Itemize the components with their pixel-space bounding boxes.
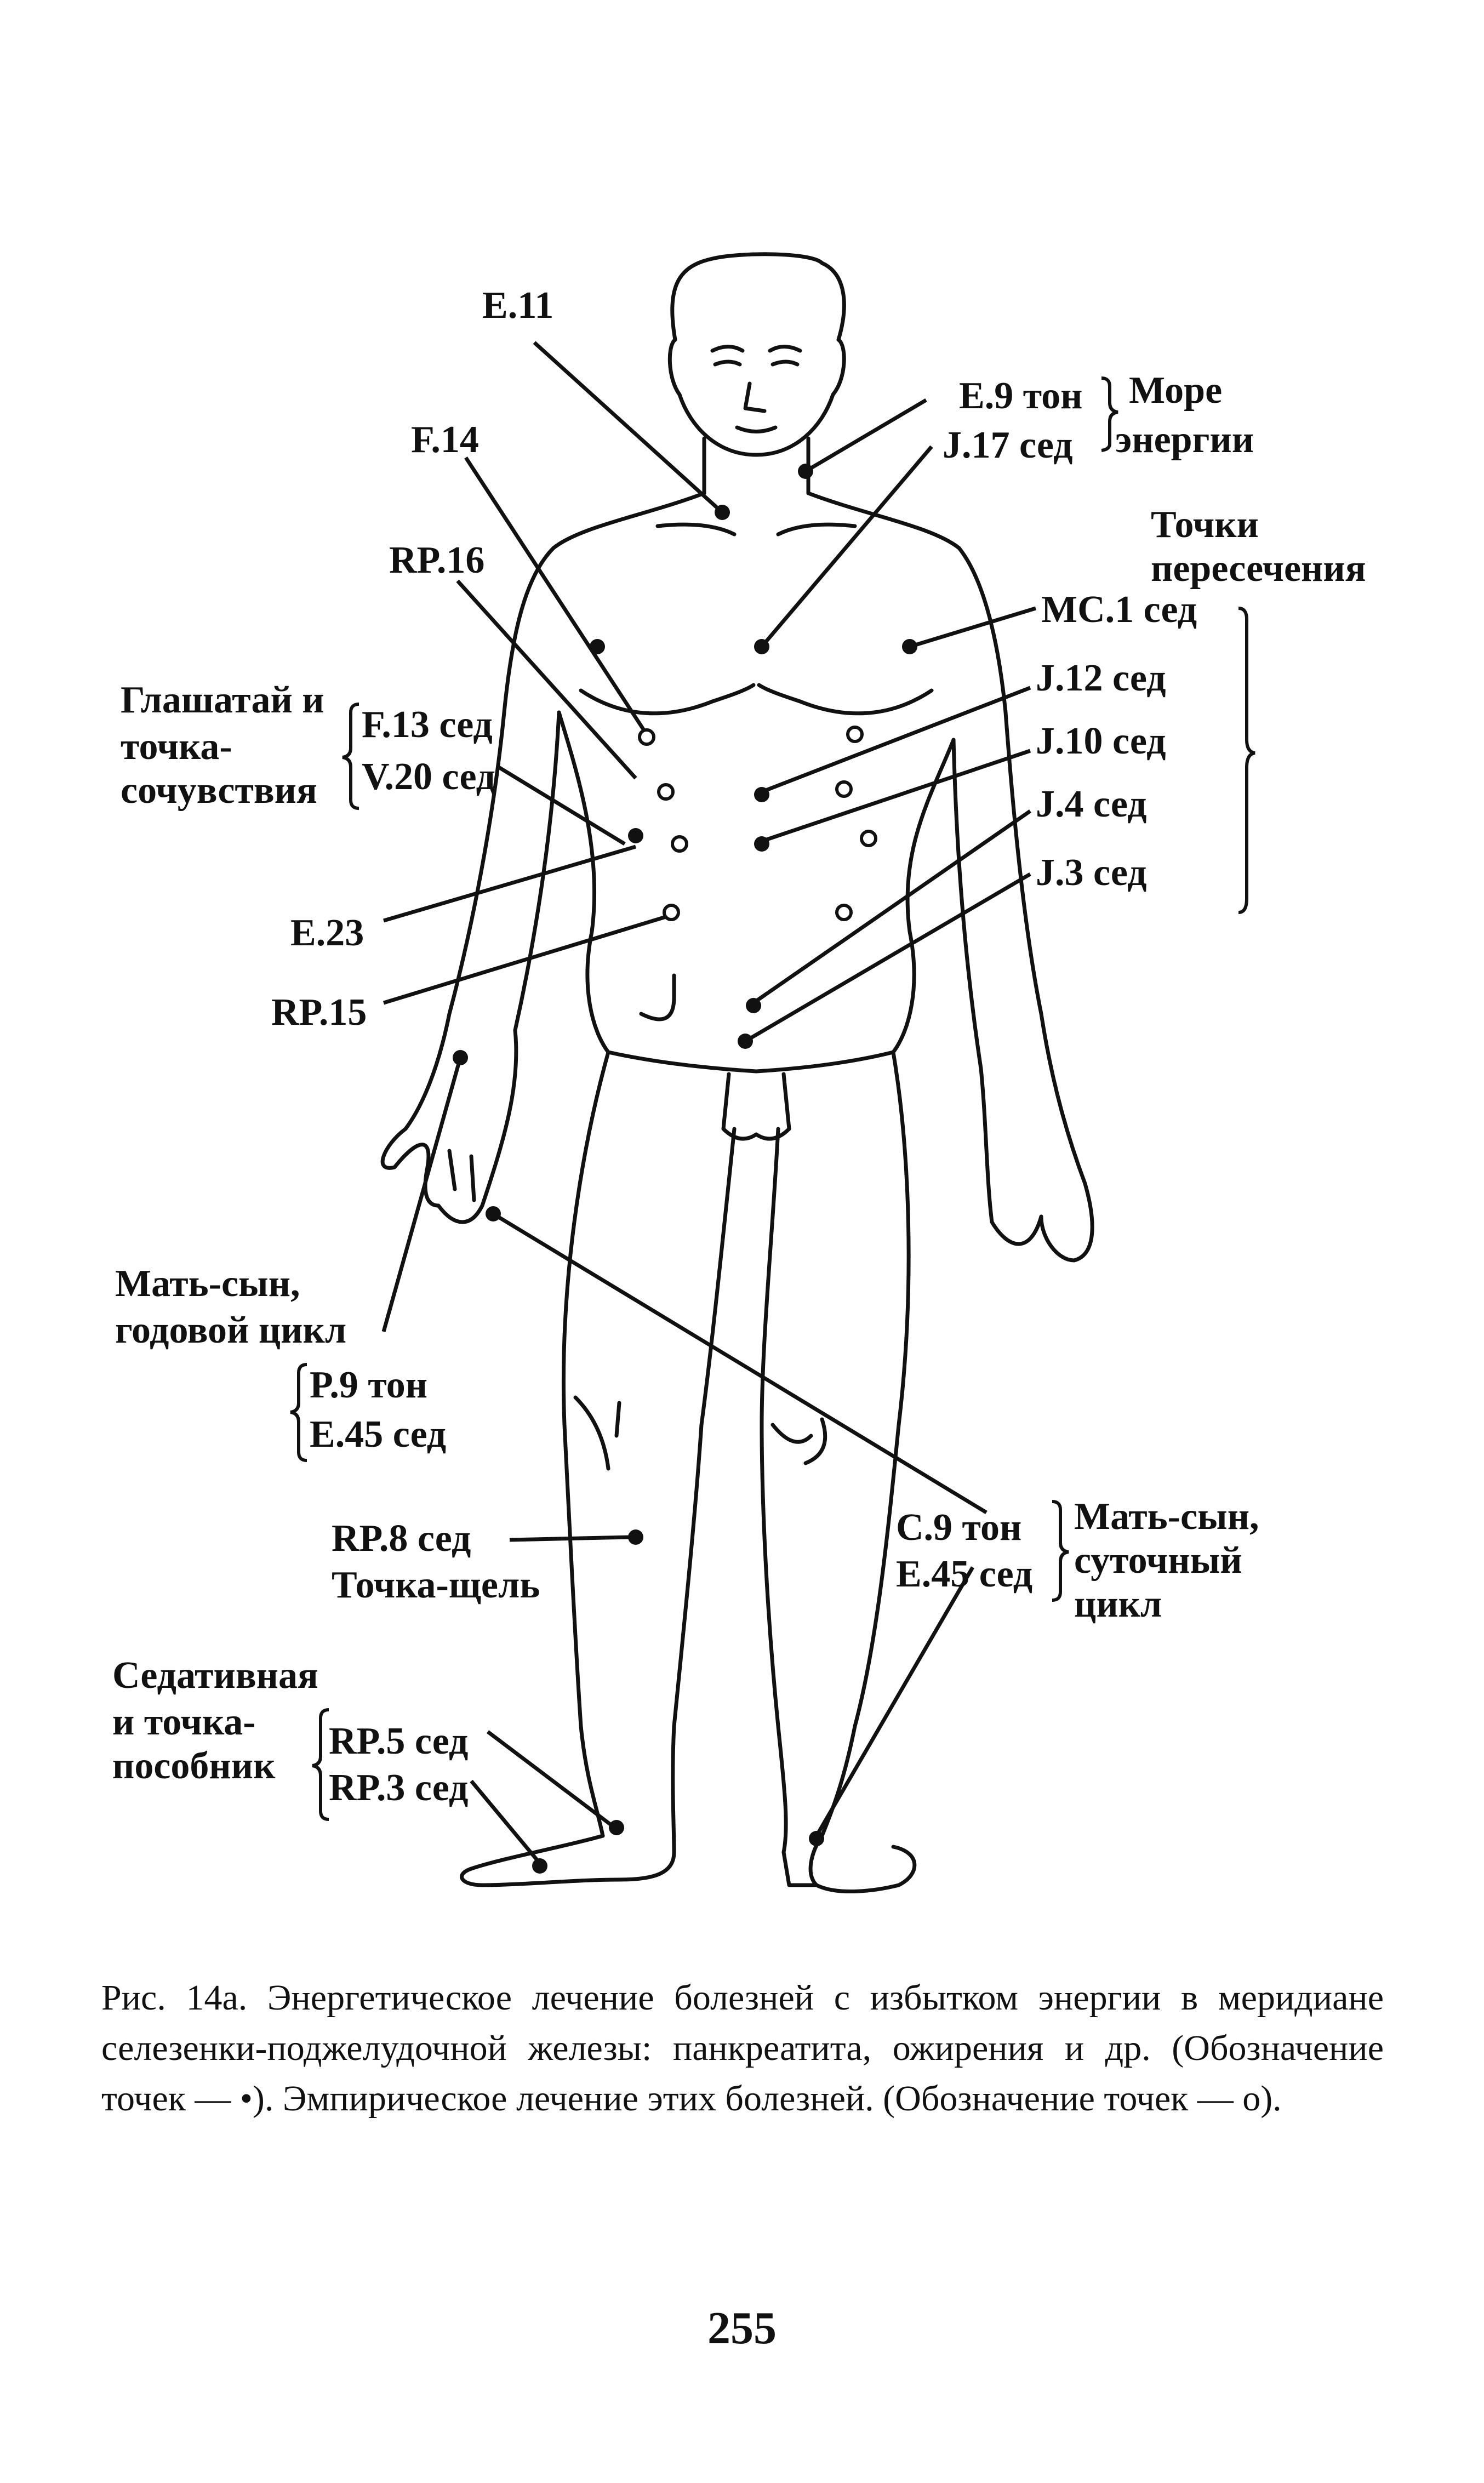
label-rp3: RP.3 сед xyxy=(329,1767,468,1809)
point-mc1-left xyxy=(590,639,605,654)
point-f13 xyxy=(628,828,643,843)
label-rp15: RP.15 xyxy=(271,991,367,1034)
point-f14 xyxy=(638,728,655,746)
label-j12: J.12 сед xyxy=(1036,657,1166,699)
label-mat-syn-2: Мать-сын, xyxy=(1074,1495,1259,1538)
label-p9: P.9 тон xyxy=(310,1364,427,1406)
label-tochka-shchel: Точка-щель xyxy=(332,1564,540,1606)
point-j12 xyxy=(754,787,769,802)
label-e11: E.11 xyxy=(482,284,553,327)
label-e45b: E.45 сед xyxy=(896,1553,1032,1595)
label-rp5: RP.5 сед xyxy=(329,1720,468,1762)
label-sutochny: суточный xyxy=(1074,1539,1242,1582)
point-p9 xyxy=(453,1050,468,1065)
point-rp15-right xyxy=(835,904,853,921)
label-j10: J.10 сед xyxy=(1036,720,1166,762)
label-f13: F.13 сед xyxy=(362,704,493,746)
label-rp16: RP.16 xyxy=(389,539,484,581)
point-e11 xyxy=(715,505,730,520)
point-c9 xyxy=(486,1206,501,1221)
leader-lines xyxy=(381,341,1037,1865)
point-j10 xyxy=(754,836,769,852)
label-e45a: E.45 сед xyxy=(310,1413,446,1455)
labels: E.11 F.14 RP.16 E.9 тон J.17 сед Море эн… xyxy=(112,284,1366,1809)
label-i-tochka: и точка- xyxy=(112,1701,256,1743)
label-tochka: точка- xyxy=(121,726,232,768)
label-peresecheniya: пересечения xyxy=(1151,547,1366,590)
point-rp5 xyxy=(609,1820,624,1835)
figure-caption: Рис. 14а. Энергетическое лечение болезне… xyxy=(101,1978,1384,2119)
label-mat-syn-1: Мать-сын, xyxy=(115,1263,300,1305)
label-mc1: MC.1 сед xyxy=(1041,589,1197,631)
label-tochki: Точки xyxy=(1151,504,1259,546)
point-e23 xyxy=(671,835,688,853)
point-rp16-right xyxy=(835,780,853,798)
label-j3: J.3 сед xyxy=(1036,852,1146,894)
point-f14-right xyxy=(846,726,864,743)
label-j4: J.4 сед xyxy=(1036,783,1146,825)
label-posobnik: пособник xyxy=(112,1745,276,1787)
point-rp15 xyxy=(663,904,680,921)
point-j17 xyxy=(754,639,769,654)
label-e23: E.23 xyxy=(290,912,364,954)
label-j17: J.17 сед xyxy=(943,424,1072,466)
label-c9: C.9 тон xyxy=(896,1506,1021,1549)
point-rp3 xyxy=(532,1858,547,1874)
label-f14: F.14 xyxy=(411,419,479,461)
human-figure xyxy=(380,252,1094,1893)
point-j3 xyxy=(738,1034,753,1049)
label-energii: энергии xyxy=(1115,419,1254,461)
acupuncture-points xyxy=(453,464,917,1874)
label-v20: V.20 сед xyxy=(362,756,495,798)
point-rp16 xyxy=(657,783,675,801)
point-e45 xyxy=(809,1831,824,1846)
point-j4 xyxy=(746,998,761,1013)
label-sedativnaya: Седативная xyxy=(112,1654,318,1697)
label-godovoi: годовой цикл xyxy=(115,1309,346,1351)
label-cikl: цикл xyxy=(1074,1583,1162,1625)
point-e9 xyxy=(798,464,813,479)
point-mc1-right xyxy=(902,639,917,654)
point-e23-right xyxy=(860,830,877,847)
label-sochuvstviya: сочувствия xyxy=(121,769,317,812)
label-e9: E.9 тон xyxy=(959,375,1082,417)
label-more: Море xyxy=(1129,369,1222,412)
page-number: 255 xyxy=(707,2303,777,2354)
point-rp8 xyxy=(628,1529,643,1545)
label-glashatai: Глашатай и xyxy=(121,679,324,721)
label-braces xyxy=(290,376,1255,1821)
label-rp8: RP.8 сед xyxy=(332,1517,471,1560)
